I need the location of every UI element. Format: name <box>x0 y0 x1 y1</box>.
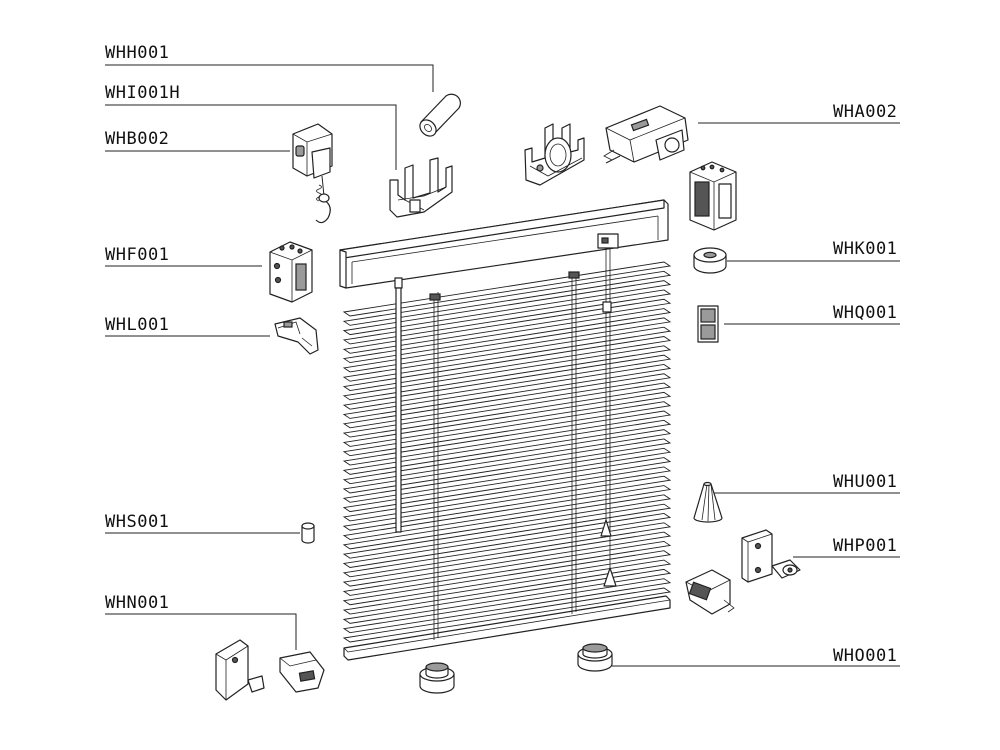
slat <box>342 522 672 578</box>
leader-line <box>105 104 397 170</box>
label-whl001: WHL001 <box>105 315 270 337</box>
slat <box>342 419 672 475</box>
slat <box>342 475 672 531</box>
label-text: WHB002 <box>105 129 169 149</box>
label-text: WHU001 <box>833 472 897 492</box>
slat <box>342 578 672 634</box>
slat-stack <box>342 261 672 643</box>
slat <box>342 336 672 391</box>
label-text: WHK001 <box>833 239 897 259</box>
label-text: WHQ001 <box>833 303 897 323</box>
label-text: WHP001 <box>833 536 897 556</box>
tilt-wand <box>394 277 403 533</box>
whq001-part-illustration <box>697 305 719 343</box>
whn001-part-illustration <box>215 639 325 701</box>
whs001-part-illustration <box>301 522 315 544</box>
slat <box>342 447 672 503</box>
whl001-part-illustration <box>274 317 319 355</box>
slat <box>342 317 672 373</box>
label-whu001: WHU001 <box>714 472 900 494</box>
whh001-part-illustration <box>419 93 461 137</box>
ladder-clip-right <box>568 271 580 279</box>
label-text: WHL001 <box>105 315 169 335</box>
slat <box>342 289 672 345</box>
slat <box>342 326 672 382</box>
label-whk001: WHK001 <box>727 239 900 262</box>
label-text: WHH001 <box>105 43 169 63</box>
slat <box>342 540 672 596</box>
label-text: WHN001 <box>105 593 169 613</box>
slat <box>342 308 672 364</box>
slat <box>342 345 672 401</box>
slat <box>342 513 672 568</box>
slat <box>342 429 672 485</box>
label-whq001: WHQ001 <box>724 303 900 325</box>
whu001-part-illustration <box>693 481 723 523</box>
headrail <box>339 199 669 289</box>
whb002-part-illustration <box>292 123 333 224</box>
whk001-part-illustration <box>693 247 727 274</box>
slat <box>342 391 672 447</box>
slat <box>342 503 672 559</box>
slat <box>342 354 672 410</box>
slat <box>342 373 672 429</box>
slat <box>342 485 672 541</box>
right-bottom-end-cap-part-illustration <box>685 569 735 615</box>
slat <box>342 280 672 336</box>
label-whb002: WHB002 <box>105 129 290 152</box>
slat <box>342 363 672 419</box>
slat <box>342 401 672 457</box>
ladder-clip-left <box>429 293 441 301</box>
slat <box>342 550 672 606</box>
label-whf001: WHF001 <box>105 245 262 267</box>
slat <box>342 494 672 550</box>
label-whi001h: WHI001H <box>105 83 397 170</box>
slat <box>342 382 672 438</box>
slat <box>342 466 672 522</box>
venetian-blind-assembly <box>339 199 672 661</box>
slat <box>342 261 672 317</box>
slat <box>342 587 672 643</box>
leader-line <box>105 613 297 650</box>
whi001h-part-illustration <box>389 157 453 218</box>
slat <box>342 438 672 494</box>
label-whs001: WHS001 <box>105 512 300 534</box>
whf001-part-illustration <box>269 241 313 303</box>
label-text: WHF001 <box>105 245 169 265</box>
slat <box>342 531 672 587</box>
whp001-part-illustration <box>741 529 801 583</box>
label-text: WHO001 <box>833 646 897 666</box>
wha002-part-illustration <box>603 105 689 164</box>
label-text: WHI001H <box>105 83 180 103</box>
bottom-bushing-part-illustration <box>419 662 455 694</box>
who001-part-illustration <box>577 643 613 672</box>
slat <box>342 270 672 326</box>
center-tilter-part-illustration <box>524 123 585 186</box>
right-end-cap-part-illustration <box>689 161 737 231</box>
label-whp001: WHP001 <box>793 536 900 558</box>
label-wha002: WHA002 <box>698 102 900 124</box>
label-whn001: WHN001 <box>105 593 297 650</box>
label-text: WHA002 <box>833 102 897 122</box>
slat <box>342 410 672 466</box>
lift-cord-assembly <box>597 233 619 587</box>
slat <box>342 559 672 615</box>
slat <box>342 568 672 624</box>
bottom-rail <box>343 595 671 661</box>
label-whh001: WHH001 <box>105 43 434 92</box>
label-text: WHS001 <box>105 512 169 532</box>
leader-line <box>105 64 434 92</box>
label-who001: WHO001 <box>612 646 900 667</box>
slat <box>342 298 672 354</box>
slat <box>342 457 672 513</box>
